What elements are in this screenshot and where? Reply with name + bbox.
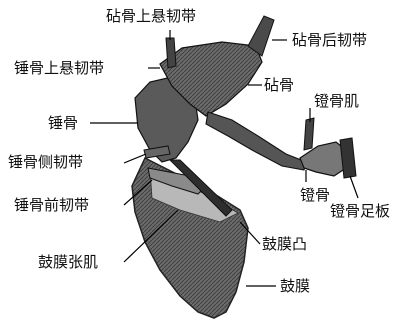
label-malleus-lateral-ligament: 锤骨侧韧带: [8, 154, 83, 171]
stapedius-shape: [304, 118, 314, 150]
label-stapedius: 镫骨肌: [314, 93, 359, 110]
label-incus-superior-ligament: 砧骨上悬韧带: [106, 8, 196, 25]
label-stapes-footplate: 镫骨足板: [330, 203, 390, 220]
incus-long-process-shape: [206, 112, 306, 170]
label-tympanic-membrane: 鼓膜: [280, 278, 310, 295]
label-umbo: 鼓膜凸: [262, 236, 307, 253]
label-malleus-superior-ligament: 锤骨上悬韧带: [14, 60, 104, 77]
label-stapes: 镫骨: [300, 187, 330, 204]
incus-superior-ligament-shape: [166, 38, 176, 68]
label-malleus: 锤骨: [48, 115, 78, 132]
label-malleus-anterior-ligament: 锤骨前韧带: [14, 197, 89, 214]
label-tensor-tympani: 鼓膜张肌: [38, 254, 98, 271]
label-incus-posterior-ligament: 砧骨后韧带: [292, 32, 367, 49]
stapes-footplate-shape: [340, 138, 356, 178]
label-incus: 砧骨: [264, 77, 294, 94]
